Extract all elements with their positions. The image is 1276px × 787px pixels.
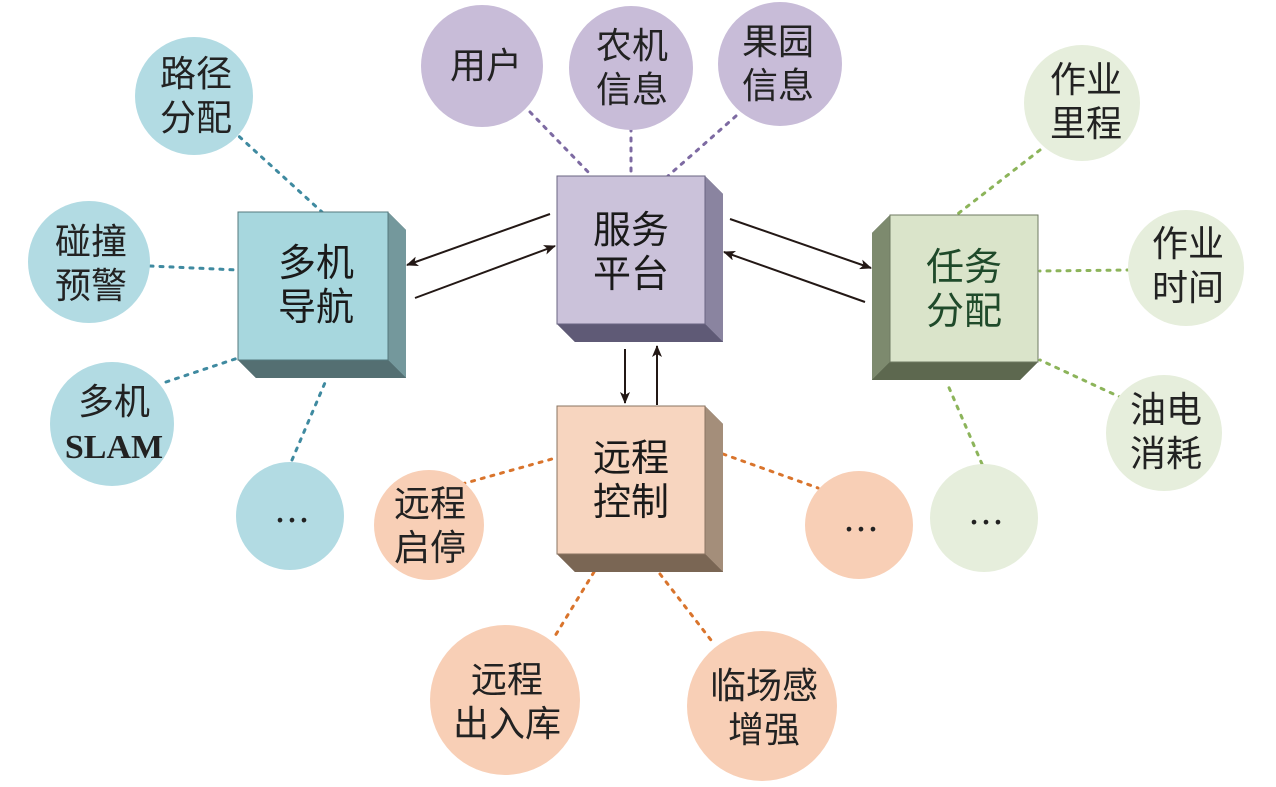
node-collision-warning-line2: 预警	[55, 266, 127, 307]
connector-orchard-info	[666, 114, 738, 178]
node-user: 用户	[421, 5, 543, 127]
node-work-mileage-line1: 作业	[1050, 60, 1122, 101]
node-work-time-line2: 时间	[1152, 268, 1224, 309]
task-label-line1: 任务	[926, 245, 1002, 289]
node-machine-info-line2: 信息	[596, 70, 668, 111]
node-machine-info: 农机 信息	[569, 6, 693, 130]
node-orchard-info-line2: 信息	[742, 66, 814, 107]
box-remote-control: 远程 控制	[556, 405, 723, 572]
node-fuel-power-line1: 油电	[1130, 390, 1202, 431]
node-fuel-power: 油电 消耗	[1106, 375, 1222, 491]
node-collision-warning: 碰撞 预警	[28, 201, 150, 323]
node-collision-warning-line1: 碰撞	[55, 222, 127, 263]
connector-remote-in-out	[553, 570, 596, 638]
box-task-allocation: 任务 分配	[872, 214, 1039, 380]
navigation-label-line1: 多机	[278, 241, 354, 285]
service-label-line2: 平台	[593, 252, 669, 296]
node-orchard-info-line1: 果园	[742, 22, 814, 63]
node-orchard-info: 果园 信息	[718, 2, 842, 126]
node-presence-enhance: 临场感 增强	[687, 631, 837, 781]
node-multi-slam: 多机 SLAM	[50, 362, 174, 486]
connector-presence-enhance	[658, 572, 716, 646]
node-remote-in-out-line2: 出入库	[453, 704, 561, 745]
box-service-platform: 服务 平台	[556, 175, 723, 342]
remote-label-line2: 控制	[593, 480, 669, 524]
box-multi-navigation: 多机 导航	[237, 211, 406, 378]
node-remote-start-stop-line2: 启停	[394, 528, 466, 569]
arrow-service-to-navigation	[406, 213, 551, 267]
node-remote-more: …	[805, 471, 913, 579]
node-fuel-power-line2: 消耗	[1130, 434, 1202, 475]
node-work-mileage-line2: 里程	[1050, 104, 1122, 145]
node-remote-start-stop-line1: 远程	[394, 484, 466, 525]
arrow-service-to-task	[729, 218, 872, 270]
connector-remote-more	[721, 452, 820, 490]
navigation-label-line2: 导航	[278, 285, 354, 329]
connector-nav-more	[290, 376, 329, 462]
node-remote-in-out: 远程 出入库	[430, 625, 580, 775]
connector-lines	[148, 110, 1132, 646]
node-multi-slam-line2: SLAM	[65, 429, 163, 466]
node-task-more: …	[930, 464, 1038, 572]
connector-path-allocation	[230, 128, 324, 214]
node-multi-slam-line1: 多机	[78, 382, 150, 423]
node-remote-in-out-line1: 远程	[471, 660, 543, 701]
node-work-time-line1: 作业	[1152, 224, 1224, 265]
connector-user	[528, 110, 594, 178]
connector-fuel-power	[1038, 358, 1124, 400]
arrow-navigation-to-service	[414, 245, 556, 299]
node-path-allocation: 路径 分配	[135, 37, 253, 155]
arrow-task-to-service	[723, 250, 866, 303]
node-work-mileage: 作业 里程	[1024, 45, 1140, 161]
node-presence-enhance-line2: 增强	[728, 710, 800, 751]
task-label-line2: 分配	[926, 289, 1002, 333]
connector-multi-slam	[164, 356, 240, 384]
connector-work-mileage	[953, 148, 1042, 218]
connector-work-time	[1038, 268, 1132, 273]
connector-remote-start-stop	[460, 457, 554, 486]
node-task-more-label: …	[968, 492, 1004, 533]
node-work-time: 作业 时间	[1128, 210, 1244, 326]
arrows	[406, 213, 872, 405]
node-path-allocation-line1: 路径	[160, 54, 232, 95]
remote-label-line1: 远程	[593, 436, 669, 480]
node-nav-more: …	[236, 462, 344, 570]
connector-collision-warning	[148, 264, 240, 272]
node-remote-start-stop: 远程 启停	[374, 470, 484, 580]
node-user-label: 用户	[450, 46, 522, 87]
node-nav-more-label: …	[274, 490, 310, 531]
connector-task-more	[945, 381, 984, 466]
service-label-line1: 服务	[593, 208, 669, 252]
node-path-allocation-line2: 分配	[160, 98, 232, 139]
node-machine-info-line1: 农机	[596, 26, 668, 67]
node-remote-more-label: …	[843, 499, 879, 540]
node-presence-enhance-line1: 临场感	[710, 666, 818, 707]
